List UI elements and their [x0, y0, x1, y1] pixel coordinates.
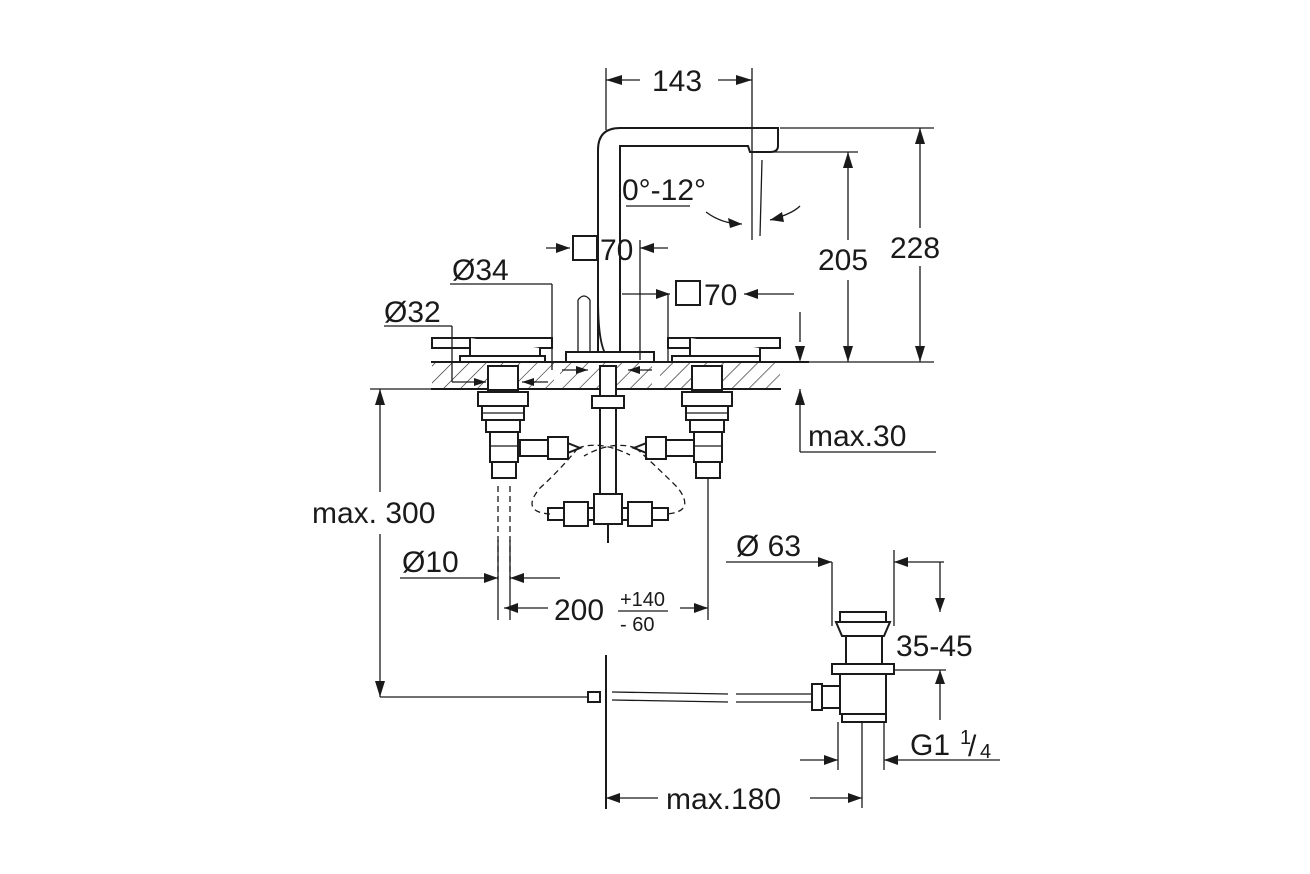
dim-thread-frac-den: 4: [980, 741, 991, 763]
dimension-lines: [375, 68, 1000, 803]
pull-rod: [380, 655, 812, 809]
dim-dia-drain: Ø 63: [736, 530, 801, 563]
left-valve-body: [477, 365, 583, 479]
deck-section: [370, 361, 809, 390]
dim-dia-handle-base: Ø32: [384, 296, 441, 329]
dim-spread-minus: - 60: [620, 614, 654, 636]
left-handle: [431, 337, 553, 363]
dim-drain-range: 35-45: [896, 630, 973, 663]
dim-thread-frac-slash: /: [968, 730, 977, 763]
pop-up-drain: [811, 611, 895, 808]
dim-swivel-angle: 0°-12°: [622, 174, 706, 207]
dim-total-height: 228: [890, 232, 940, 265]
spout-shank-tee: [547, 365, 669, 543]
dim-square-spout: 70: [600, 234, 633, 267]
dim-thread-frac-num: 1: [960, 727, 971, 749]
dim-square-handle: 70: [704, 279, 737, 312]
square-symbol-spout: [572, 235, 598, 261]
dim-pop-up-reach: max.180: [666, 783, 781, 816]
dim-spout-body-height: 205: [818, 244, 868, 277]
flex-hoses: [497, 444, 686, 580]
square-symbol-handle: [675, 280, 701, 306]
right-valve-body: [631, 365, 733, 479]
dim-max-deck: max.30: [808, 420, 906, 453]
dim-dia-spout-base: Ø34: [452, 254, 509, 287]
dim-max-tail: max. 300: [312, 497, 435, 530]
dim-spread-plus: +140: [620, 589, 665, 611]
dim-spread-base: 200: [554, 594, 604, 627]
dim-thread-main: G1: [910, 729, 950, 762]
dim-spout-reach: 143: [652, 65, 702, 98]
right-handle: [667, 337, 781, 363]
dim-dia-pipe: Ø10: [402, 546, 459, 579]
